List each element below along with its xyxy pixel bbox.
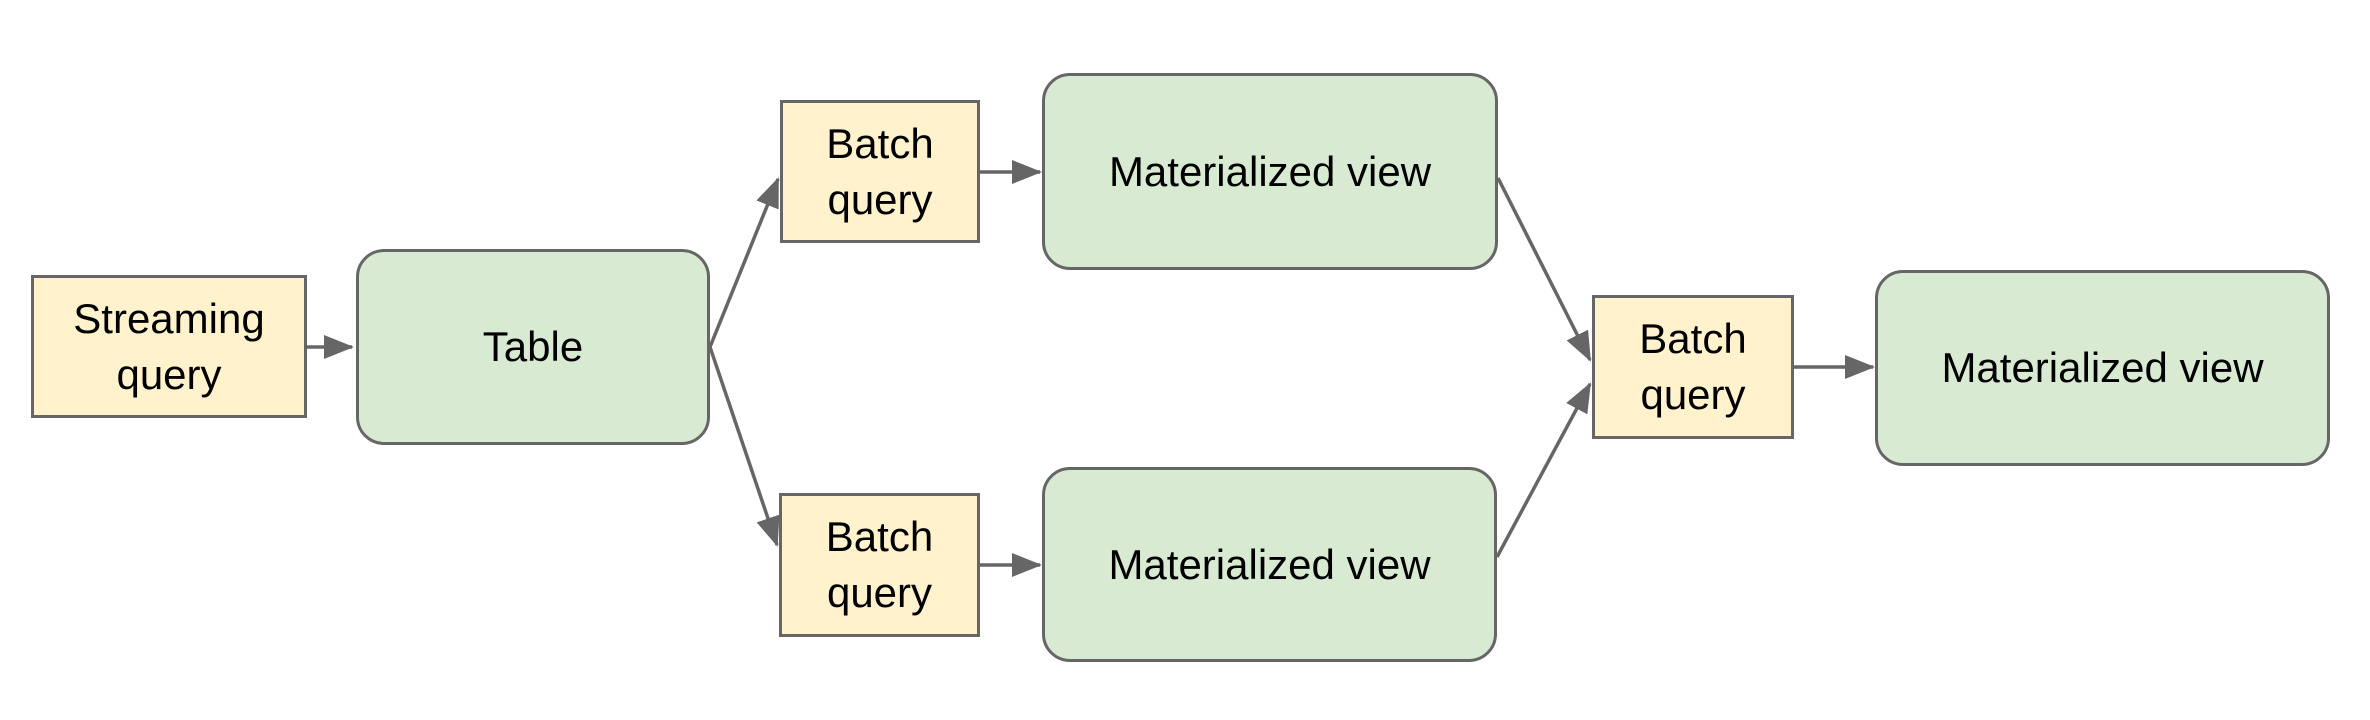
edge-materialized-view-top-to-batch-query-merge: [1496, 177, 1592, 362]
node-table-label: Table: [482, 323, 584, 371]
node-batch-query-top: Batch query: [780, 100, 980, 243]
node-batch-query-merge: Batch query: [1592, 295, 1794, 439]
node-streaming-query-label: Streaming query: [73, 294, 265, 398]
node-batch-query-top-label: Batch query: [826, 119, 934, 223]
node-materialized-view-bottom-label: Materialized view: [1108, 540, 1431, 588]
edge-table-to-batch-query-bottom: [708, 346, 780, 547]
node-materialized-view-top: Materialized view: [1042, 73, 1498, 270]
node-batch-query-bottom-label: Batch query: [825, 513, 934, 616]
node-materialized-view-final: Materialized view: [1875, 270, 2330, 466]
node-materialized-view-top-label: Materialized view: [1108, 147, 1432, 195]
node-table: Table: [356, 249, 710, 445]
edge-materialized-view-bottom-to-batch-query-merge: [1495, 382, 1592, 558]
node-materialized-view-bottom: Materialized view: [1042, 467, 1497, 662]
node-materialized-view-final-label: Materialized view: [1941, 344, 2264, 392]
node-batch-query-merge-label: Batch query: [1639, 315, 1747, 418]
edge-table-to-batch-query-top: [708, 177, 780, 348]
node-streaming-query: Streaming query: [31, 275, 307, 418]
node-batch-query-bottom: Batch query: [779, 493, 980, 637]
